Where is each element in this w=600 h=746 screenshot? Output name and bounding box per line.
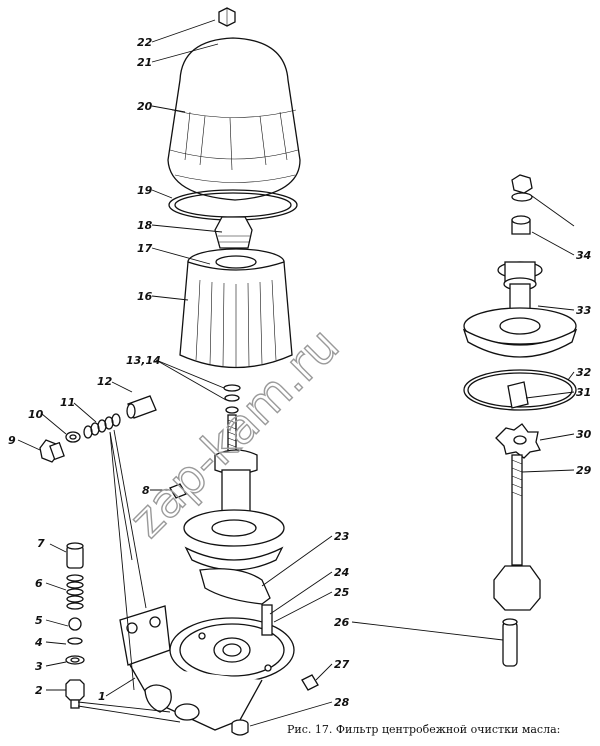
sleeve-30 (507, 381, 529, 409)
callout-21: 22 (137, 36, 153, 49)
bypass-valve (126, 395, 157, 419)
nut-34 (511, 174, 533, 202)
callout-2: 2 (35, 684, 43, 697)
bushing-33 (511, 215, 531, 235)
rotor-cap (167, 37, 301, 201)
callout-28: 29 (576, 464, 592, 477)
callout-18: 19 (137, 184, 153, 197)
callout-15: 16 (137, 290, 153, 303)
callout-1: 1 (98, 690, 106, 703)
callout-7: 7 (37, 537, 45, 550)
valve-ball (68, 617, 82, 631)
rotor-seal-rings (223, 384, 241, 414)
valve-washer (67, 637, 83, 645)
shaft-28 (493, 454, 541, 611)
impeller-29 (495, 423, 541, 459)
housing-spring (261, 604, 273, 636)
callout-33: 34 (576, 249, 591, 262)
callout-22: 23 (334, 530, 350, 543)
bottom-plug (231, 719, 249, 736)
side-screw (169, 483, 187, 499)
callout-11: 11 (60, 396, 75, 409)
callout-29: 30 (576, 428, 592, 441)
bypass-spring (83, 413, 121, 439)
callout-31: 32 (576, 366, 592, 379)
valve-ring (65, 655, 85, 665)
valve-cap (66, 542, 84, 569)
callout-3: 3 (35, 660, 43, 673)
figure-caption: Рис. 17. Фильтр центробежной очистки мас… (287, 723, 560, 736)
callout-10: 10 (28, 408, 44, 421)
callout-8: 8 (142, 484, 150, 497)
base-gasket (199, 568, 271, 605)
callout-13-14: 13,14 (126, 354, 161, 367)
callout-24: 25 (334, 586, 350, 599)
callout-30: 31 (576, 386, 591, 399)
drain-plug (301, 674, 319, 691)
callout-9: 9 (8, 434, 16, 447)
rotor-base (183, 449, 285, 571)
callout-17: 18 (137, 219, 153, 232)
callout-32: 33 (576, 304, 592, 317)
rotor-body (179, 248, 293, 369)
callout-12: 12 (97, 375, 113, 388)
leader-lines (17, 19, 575, 727)
bypass-washer (65, 431, 81, 443)
callout-5: 5 (35, 614, 43, 627)
callout-4: 4 (34, 636, 43, 649)
callout-23: 24 (334, 566, 349, 579)
callout-25: 26 (334, 616, 350, 629)
rotor-top-stem (214, 216, 253, 249)
valve-spring (66, 574, 84, 610)
callout-27: 28 (334, 696, 350, 709)
callout-19: 20 (137, 100, 153, 113)
callout-16: 17 (137, 242, 153, 255)
callout-6: 6 (35, 577, 43, 590)
valve-plug (65, 679, 85, 709)
rotor-housing-32 (462, 261, 578, 358)
pin-25 (502, 618, 518, 667)
ring-31 (463, 369, 577, 411)
cap-nut (218, 7, 236, 27)
callout-20: 21 (137, 56, 152, 69)
bypass-plug (39, 439, 65, 463)
callout-26: 27 (334, 658, 350, 671)
